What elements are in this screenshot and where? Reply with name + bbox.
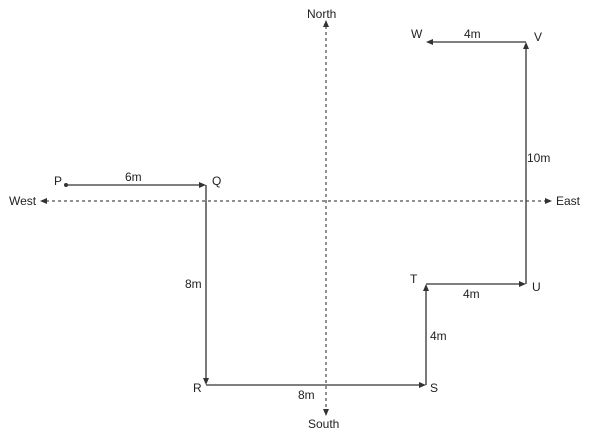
distance-label-v-w: 4m — [464, 27, 481, 41]
west-label: West — [9, 194, 37, 208]
north-arrowhead — [323, 20, 329, 27]
distance-label-u-v: 10m — [527, 151, 550, 165]
walk-path — [64, 39, 529, 388]
arrowhead-w — [426, 39, 433, 45]
point-label-q: Q — [212, 174, 221, 188]
west-arrowhead — [40, 198, 47, 204]
arrowhead-r — [203, 378, 209, 385]
arrowhead-v — [523, 42, 529, 49]
distance-label-p-q: 6m — [125, 170, 142, 184]
north-label: North — [307, 7, 336, 21]
point-label-r: R — [193, 381, 202, 395]
distance-label-q-r: 8m — [185, 277, 202, 291]
distance-label-s-t: 4m — [430, 329, 447, 343]
point-label-v: V — [534, 30, 542, 44]
point-label-u: U — [532, 280, 541, 294]
south-label: South — [308, 417, 339, 431]
arrowhead-u — [519, 281, 526, 287]
arrowhead-q — [199, 182, 206, 188]
start-point-p — [64, 183, 68, 187]
distance-label-r-s: 8m — [298, 388, 315, 402]
south-arrowhead — [323, 409, 329, 416]
east-arrowhead — [545, 198, 552, 204]
point-label-s: S — [430, 381, 438, 395]
arrowhead-t — [423, 284, 429, 291]
point-label-t: T — [410, 272, 418, 286]
point-label-p: P — [54, 174, 62, 188]
point-label-w: W — [411, 27, 423, 41]
distance-label-t-u: 4m — [463, 287, 480, 301]
arrowhead-s — [419, 382, 426, 388]
compass-axes — [40, 20, 552, 416]
east-label: East — [556, 194, 581, 208]
